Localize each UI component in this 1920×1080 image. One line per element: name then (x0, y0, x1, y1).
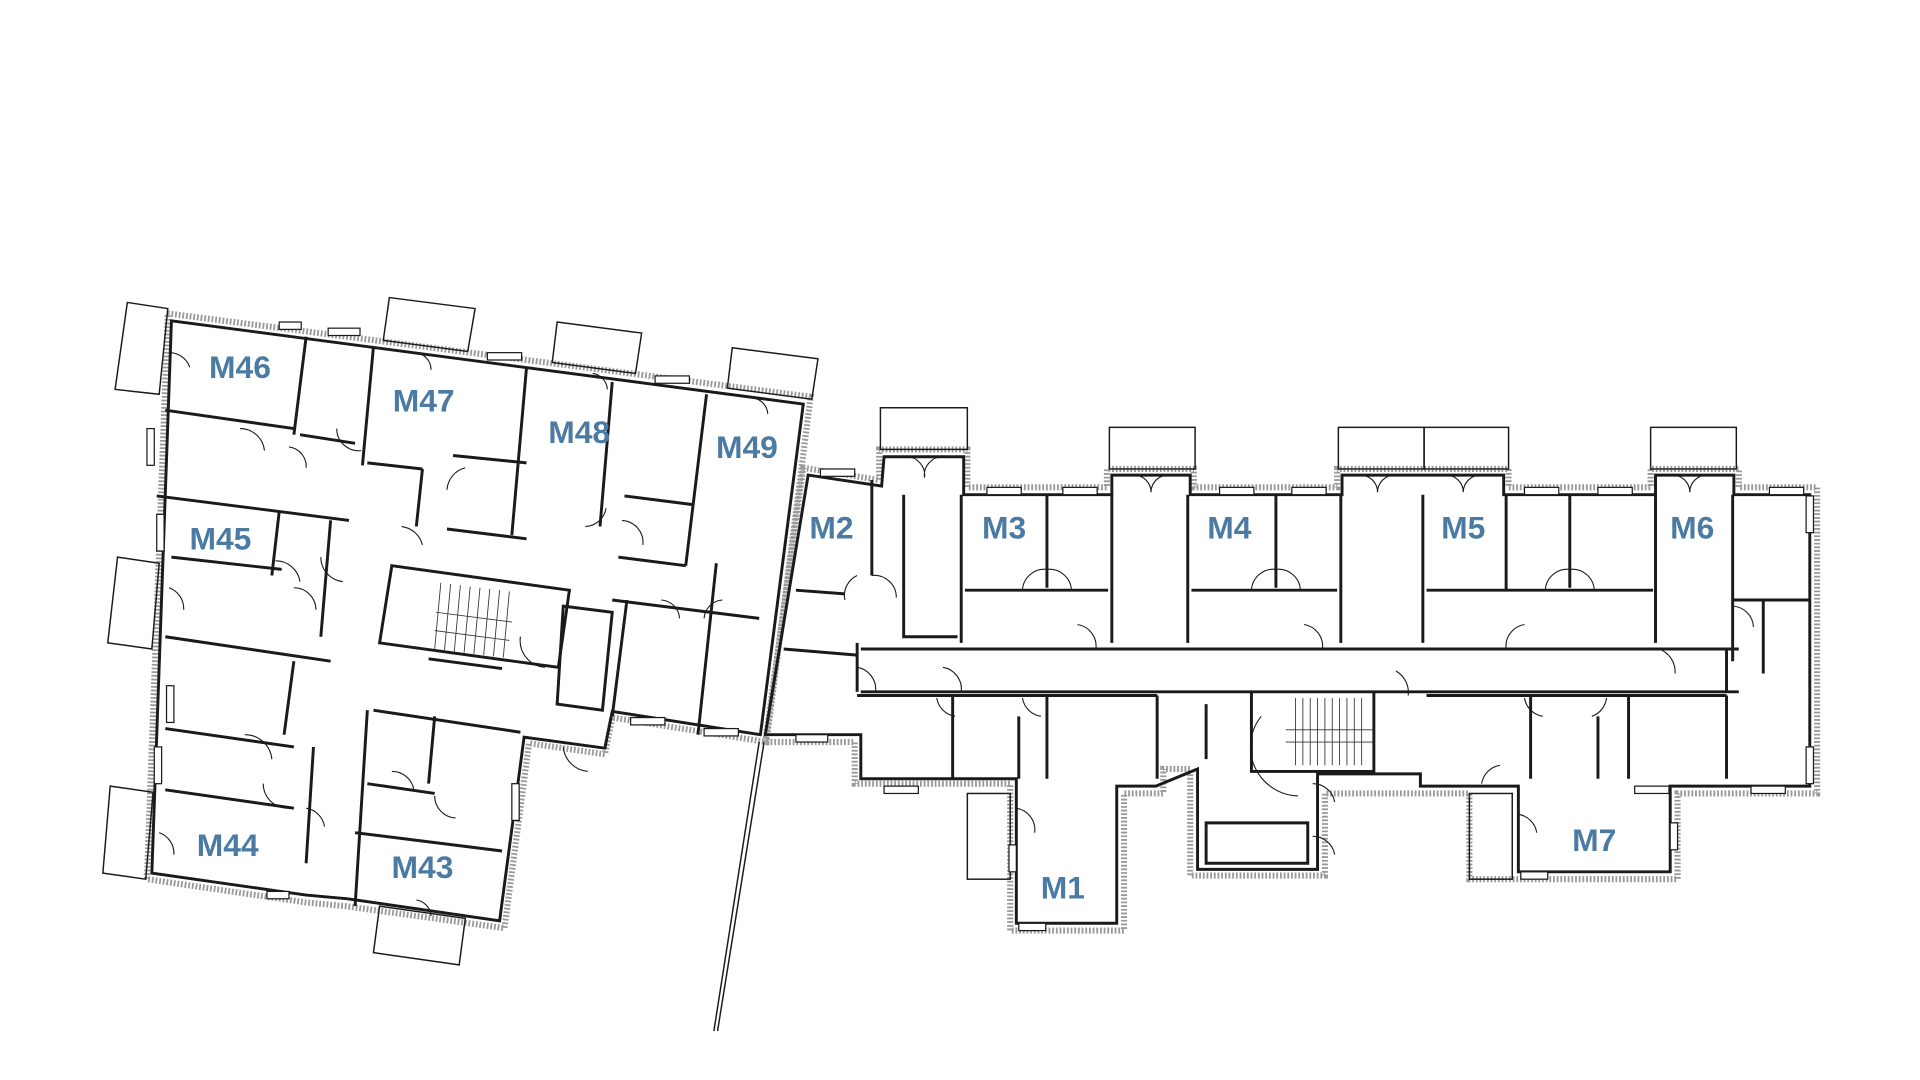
unit-label-m1[interactable]: M1 (1041, 870, 1085, 906)
unit-label-m45[interactable]: M45 (189, 521, 251, 557)
windows (795, 468, 1815, 932)
stair (1285, 697, 1374, 766)
left-wing (102, 296, 819, 1032)
balcony (382, 296, 476, 353)
unit-label-m5[interactable]: M5 (1441, 510, 1485, 546)
balcony (966, 792, 1011, 880)
stair (434, 582, 512, 658)
balcony (372, 905, 467, 966)
balcony (879, 407, 969, 451)
unit-label-m47[interactable]: M47 (393, 382, 455, 418)
windows (146, 321, 739, 900)
balcony (1108, 426, 1196, 470)
unit-label-m44[interactable]: M44 (197, 827, 259, 863)
unit-label-m46[interactable]: M46 (209, 349, 271, 385)
right-wing (761, 407, 1821, 934)
balcony (1423, 426, 1510, 470)
doors (158, 352, 769, 916)
unit-label-m48[interactable]: M48 (548, 414, 610, 450)
unit-label-m43[interactable]: M43 (391, 849, 453, 885)
unit-labels: M46 M47 M48 M49 M45 M44 M43 M2 M3 M4 M5 … (189, 349, 1714, 905)
doors (843, 456, 1755, 855)
balcony (1337, 426, 1425, 470)
unit-label-m6[interactable]: M6 (1670, 510, 1714, 546)
balcony (551, 321, 643, 375)
unit-label-m49[interactable]: M49 (716, 429, 778, 465)
unit-label-m2[interactable]: M2 (809, 510, 853, 546)
balcony (102, 785, 154, 881)
unit-label-m3[interactable]: M3 (982, 510, 1026, 546)
balcony (1649, 426, 1738, 470)
balcony (114, 301, 169, 396)
balcony (1468, 792, 1513, 880)
unit-label-m7[interactable]: M7 (1572, 822, 1616, 858)
balcony (106, 556, 160, 650)
unit-label-m4[interactable]: M4 (1207, 510, 1252, 546)
balcony (726, 346, 819, 401)
